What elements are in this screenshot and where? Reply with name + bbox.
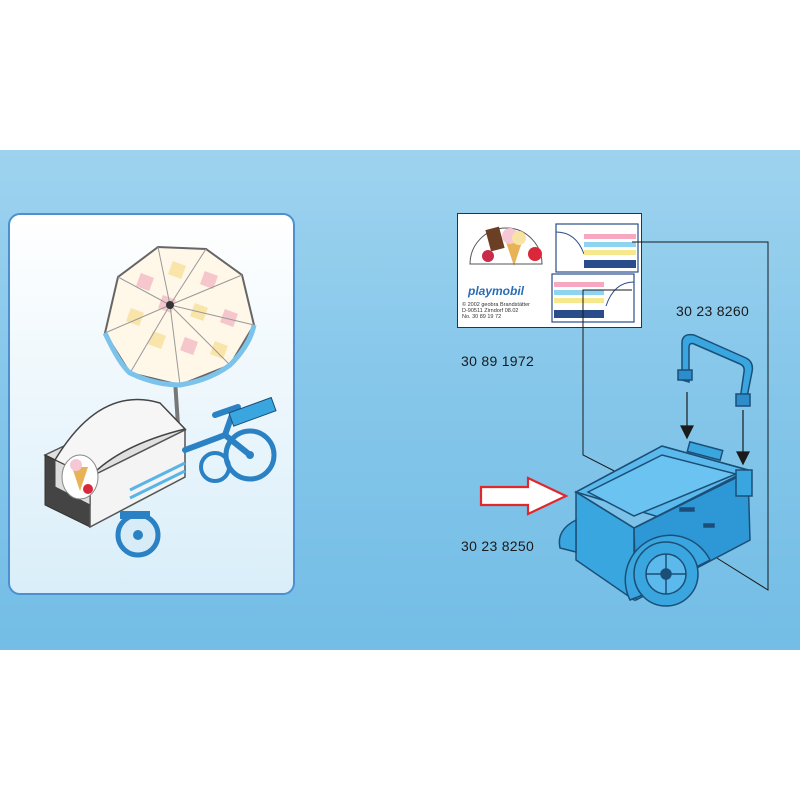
cart-part-number: 30 23 8250 <box>461 538 535 554</box>
leader-lines <box>582 241 769 591</box>
cart-body-part <box>558 440 753 607</box>
red-arrow-icon <box>479 476 569 516</box>
down-arrow-icon <box>680 392 750 466</box>
preview-panel <box>8 213 295 595</box>
address-line: D-90511 Zirndorf 08.02 <box>462 308 519 314</box>
copyright-line: © 2002 geobra Brandstätter <box>462 302 530 308</box>
sticker-artwork <box>469 223 639 323</box>
ice-cream-bike-illustration <box>43 245 277 558</box>
brand-logo: playmobil <box>468 284 525 298</box>
sticker-part-number: 30 89 1972 <box>461 353 535 369</box>
sheet-number-line: No. 30 89 19 72 <box>462 314 502 320</box>
handle-part <box>677 333 754 407</box>
handle-part-number: 30 23 8260 <box>676 303 750 319</box>
sticker-sheet: playmobil © 2002 geobra Brandstätter D-9… <box>457 213 642 328</box>
